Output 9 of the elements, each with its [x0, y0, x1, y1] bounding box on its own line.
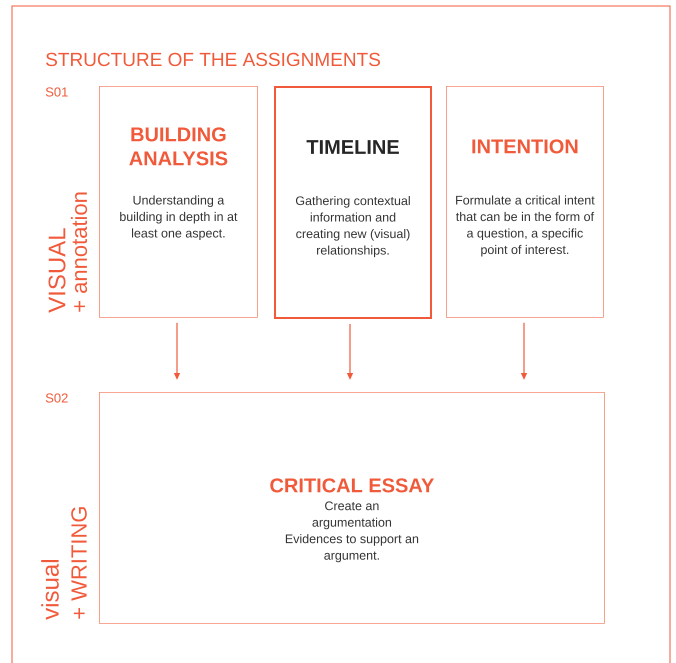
title: STRUCTURE OF THE ASSIGNMENTS [46, 52, 380, 66]
assignment-box: TIMELINE Gathering contextual information and creating new (visual) relationships. [274, 86, 432, 319]
side-label: VISUAL [48, 228, 66, 313]
essay-box: CRITICAL ESSAY Create an argumentation Evidences to support an argument. [99, 392, 605, 624]
assignment-box: BUILDING ANALYSIS Understanding a building in depth in at least one aspect. [99, 86, 258, 318]
assignment-box: INTENTION Formulate a critical intent that can be in the form of a question, a specific point of interest. [446, 86, 604, 318]
side-label: visual [41, 560, 59, 620]
side-label: S02 [46, 393, 68, 403]
side-label: S01 [46, 87, 68, 97]
